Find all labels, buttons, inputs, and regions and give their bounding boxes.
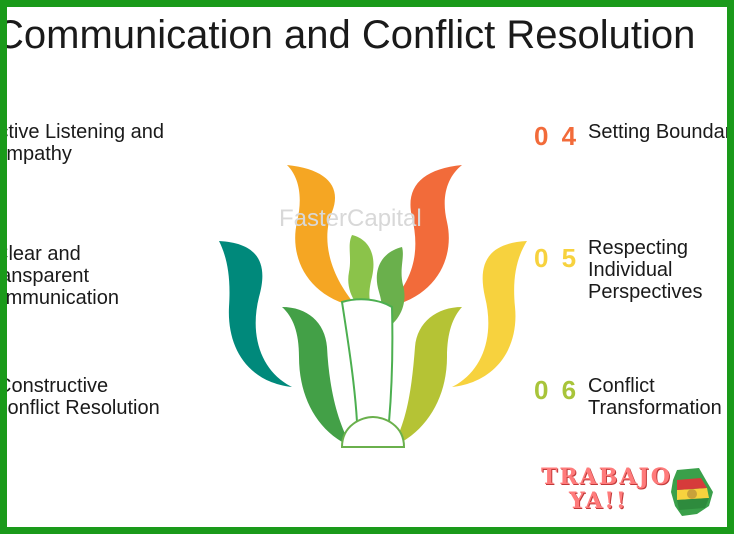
item-6-number: 0 6 xyxy=(534,375,580,405)
item-1-line-1: Active Listening and xyxy=(7,121,165,143)
bolivia-map-icon xyxy=(671,468,713,516)
logo-text-line-1: TRABAJO xyxy=(541,464,672,490)
item-4-number: 0 4 xyxy=(534,121,580,151)
item-3-text: Constructive Conflict Resolution xyxy=(7,375,160,419)
item-2-line-3: Communication xyxy=(7,287,119,309)
petal-teal xyxy=(219,241,292,387)
tulip-illustration xyxy=(219,165,527,448)
watermark-text: FasterCapital xyxy=(279,205,422,232)
item-2-line-1: Clear and xyxy=(7,243,81,265)
item-4-text: Setting Boundaries xyxy=(588,121,727,143)
item-1-line-2: Empathy xyxy=(7,143,72,165)
trabajo-ya-logo: TRABAJO YA!! xyxy=(537,462,717,522)
item-3-line-2: Conflict Resolution xyxy=(7,397,160,419)
item-1-text: Active Listening and Empathy xyxy=(7,121,164,165)
item-5-line-2: Individual xyxy=(588,259,673,281)
petal-light-green xyxy=(348,235,379,319)
logo-text-line-2: YA!! xyxy=(569,488,628,514)
vase-base xyxy=(340,415,406,448)
item-5-line-3: Perspectives xyxy=(588,281,703,303)
infographic-frame: Communication and Conflict Resolution Fa… xyxy=(7,7,727,527)
item-6-line-1: Conflict xyxy=(588,375,655,397)
petal-mid-green xyxy=(369,247,405,337)
leaf-green-left xyxy=(282,307,352,447)
leaf-lime-right xyxy=(392,307,462,447)
item-3-line-1: Constructive xyxy=(7,375,109,397)
petal-yellow xyxy=(452,241,527,387)
vase xyxy=(340,298,394,423)
item-6-text: Conflict Transformation xyxy=(588,375,722,419)
item-4-line-1: Setting Boundaries xyxy=(588,121,727,143)
page-title: Communication and Conflict Resolution xyxy=(7,13,696,57)
item-5-line-1: Respecting xyxy=(588,237,689,259)
item-2-line-2: Transparent xyxy=(7,265,90,287)
item-2-text: Clear and Transparent Communication xyxy=(7,243,119,309)
item-5-number: 0 5 xyxy=(534,243,580,273)
petal-red-orange xyxy=(387,165,462,307)
item-6-line-2: Transformation xyxy=(588,397,722,419)
item-5-text: Respecting Individual Perspectives xyxy=(588,237,703,303)
petal-orange xyxy=(287,165,357,307)
